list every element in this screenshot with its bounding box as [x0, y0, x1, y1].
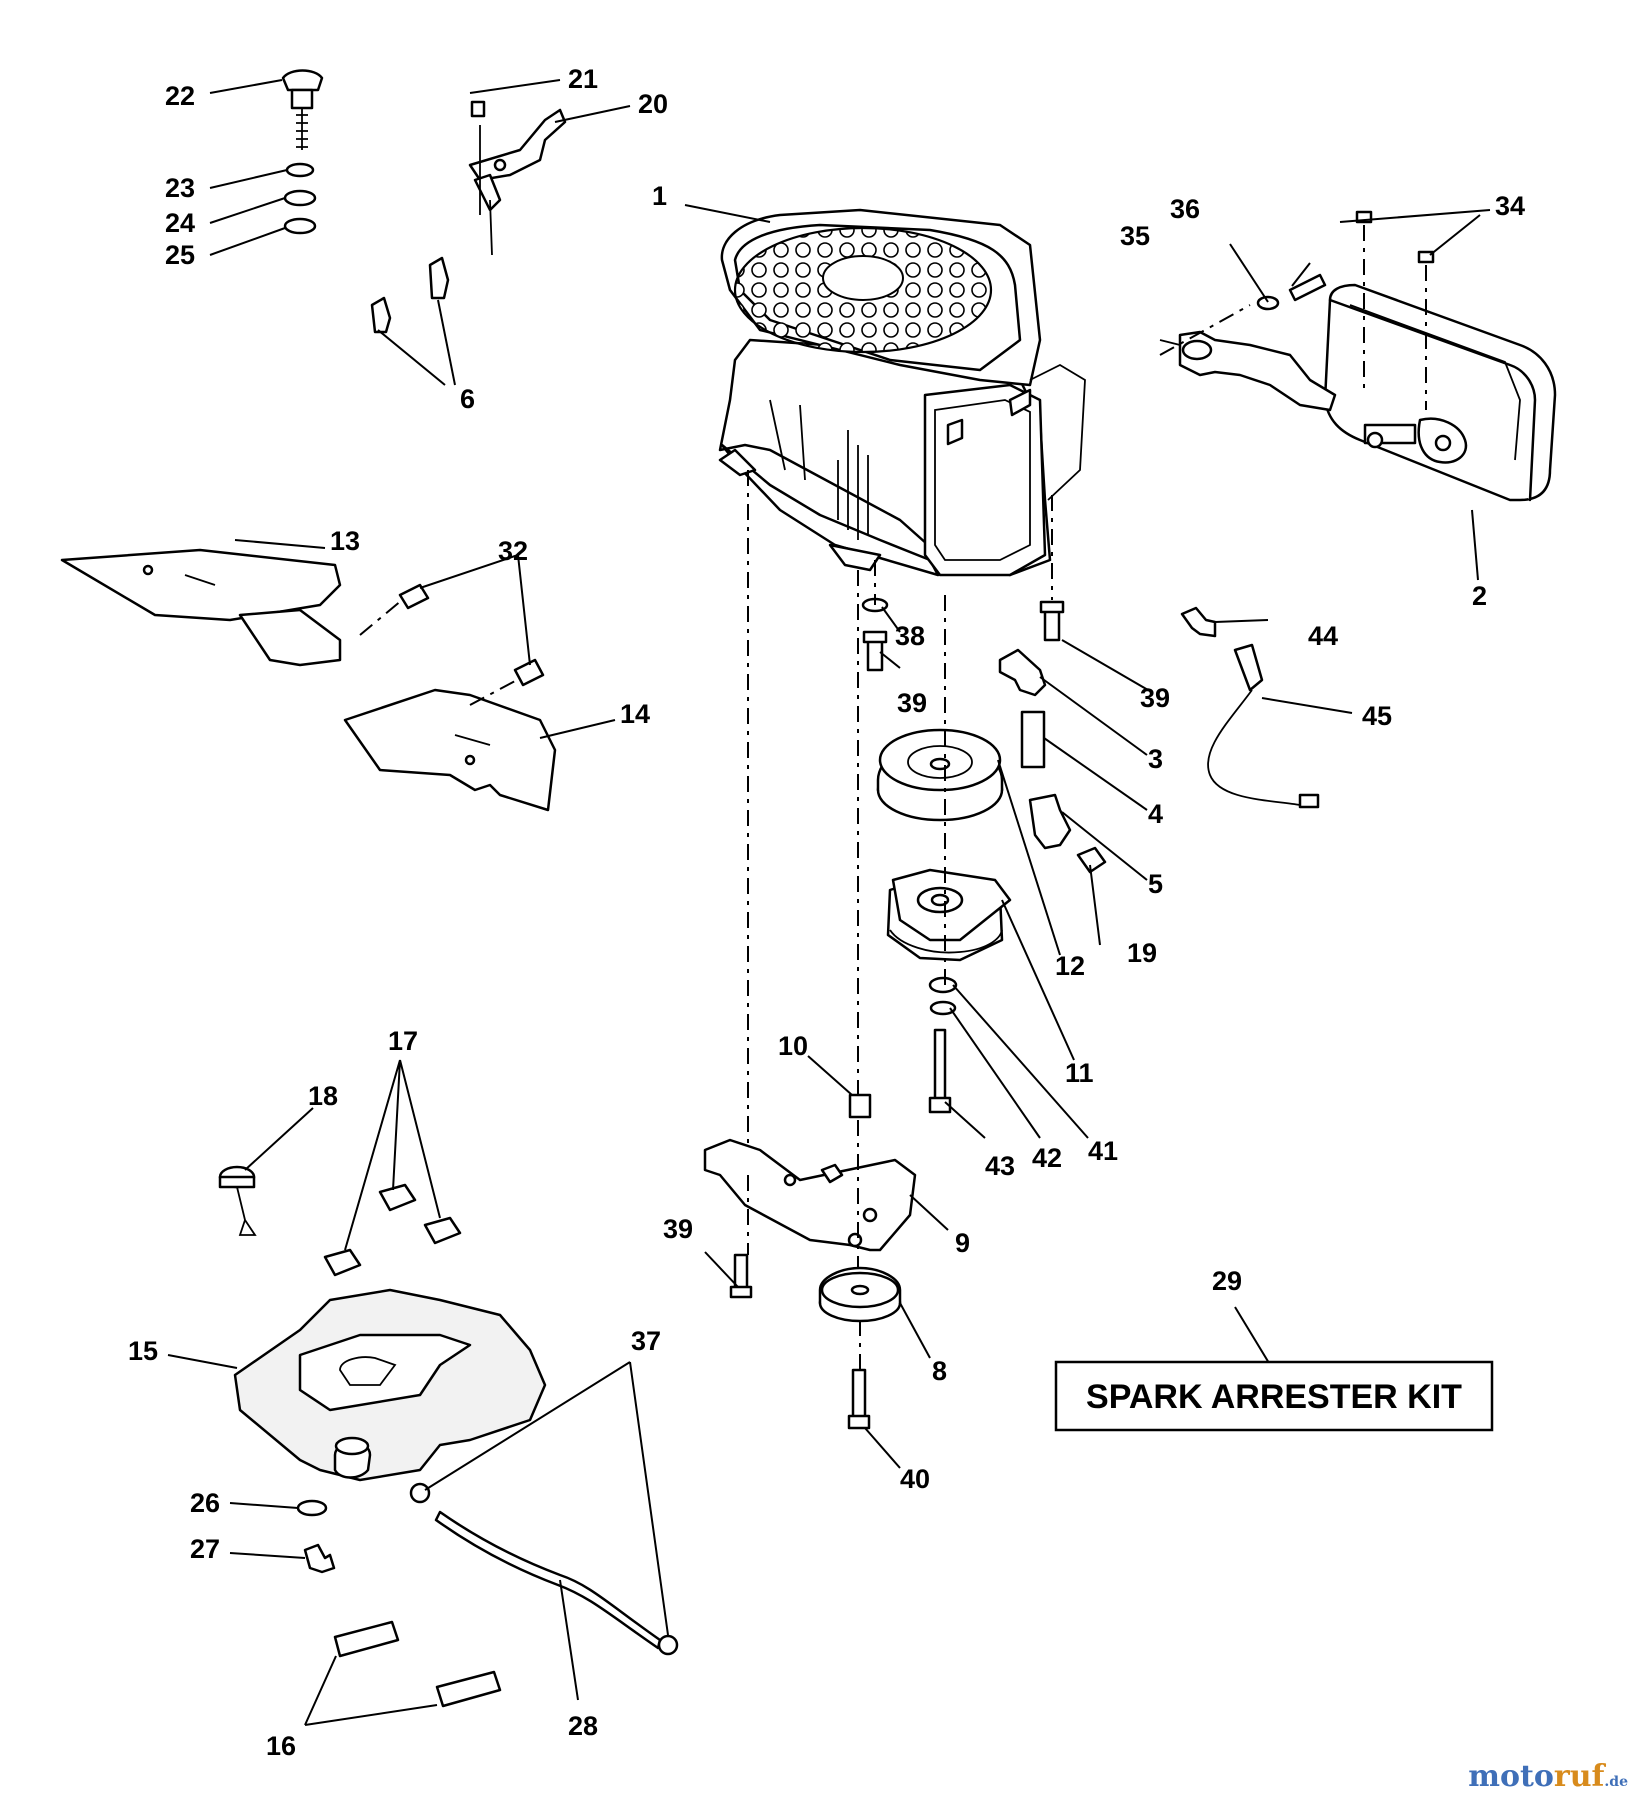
- engine-bolts-part: [861, 597, 1065, 672]
- mounting-bracket-part: [703, 1093, 917, 1430]
- callout-6: 6: [460, 384, 475, 414]
- callout-34: 34: [1495, 191, 1525, 221]
- callout-26: 26: [190, 1488, 220, 1518]
- pulley-12-part: [876, 728, 1004, 822]
- callout-29: 29: [1212, 1266, 1242, 1296]
- callout-17: 17: [388, 1026, 418, 1056]
- callout-10: 10: [778, 1031, 808, 1061]
- callout-1: 1: [652, 181, 667, 211]
- callout-39-lower: 39: [663, 1214, 693, 1244]
- fuel-cap-part: [218, 1165, 257, 1236]
- fuel-line-part: [296, 1482, 679, 1656]
- callout-43: 43: [985, 1151, 1015, 1181]
- callout-9: 9: [955, 1228, 970, 1258]
- callout-44: 44: [1308, 621, 1338, 651]
- callout-22: 22: [165, 81, 195, 111]
- callout-39-right: 39: [1140, 683, 1170, 713]
- callout-2: 2: [1472, 581, 1487, 611]
- callout-42: 42: [1032, 1143, 1062, 1173]
- callout-16: 16: [266, 1731, 296, 1761]
- callout-4: 4: [1148, 799, 1163, 829]
- callout-13: 13: [330, 526, 360, 556]
- heat-shield-13-part: [60, 548, 342, 667]
- callout-15: 15: [128, 1336, 158, 1366]
- callout-39-upper: 39: [897, 688, 927, 718]
- callout-18: 18: [308, 1081, 338, 1111]
- callout-41: 41: [1088, 1136, 1118, 1166]
- callout-5: 5: [1148, 869, 1163, 899]
- callout-12: 12: [1055, 951, 1085, 981]
- leader-lines: [167, 79, 1491, 1726]
- spark-arrester-kit-label: SPARK ARRESTER KIT: [1086, 1378, 1462, 1416]
- callout-11: 11: [1065, 1058, 1094, 1088]
- throttle-control-part: [468, 100, 567, 256]
- muffler-part: [1159, 283, 1557, 502]
- callout-25: 25: [165, 240, 195, 270]
- clip-part: [370, 256, 450, 334]
- callout-3: 3: [1148, 744, 1163, 774]
- callout-37: 37: [631, 1326, 661, 1356]
- callout-35: 35: [1120, 221, 1150, 251]
- callout-45: 45: [1362, 701, 1392, 731]
- callout-21: 21: [568, 64, 598, 94]
- fuel-tank-part: [233, 1288, 547, 1482]
- choke-knob-part: [281, 69, 324, 235]
- callout-28: 28: [568, 1711, 598, 1741]
- oil-drain-fittings-part: [998, 648, 1107, 874]
- callout-14: 14: [620, 699, 650, 729]
- callout-36: 36: [1170, 194, 1200, 224]
- callout-labels: 22 21 20 23 24 25 6 1 36 34 35 2 13 32 1…: [128, 64, 1525, 1761]
- watermark-logo: motoruf.de: [1468, 1759, 1628, 1794]
- clutch-hardware-part: [928, 976, 958, 1114]
- bolt-32-part: [398, 583, 545, 687]
- center-lines: [359, 225, 1427, 1370]
- callout-8: 8: [932, 1356, 947, 1386]
- ground-wire-part: [1180, 606, 1320, 809]
- callout-20: 20: [638, 89, 668, 119]
- callout-24: 24: [165, 208, 195, 238]
- callout-38: 38: [895, 621, 925, 651]
- spark-arrester-kit-box: SPARK ARRESTER KIT: [1054, 1360, 1494, 1432]
- heat-shield-14-part: [343, 688, 557, 812]
- callout-40: 40: [900, 1464, 930, 1494]
- callout-27: 27: [190, 1534, 220, 1564]
- callout-32: 32: [498, 536, 528, 566]
- callout-23: 23: [165, 173, 195, 203]
- clutch-11-part: [886, 868, 1012, 962]
- callout-19: 19: [1127, 938, 1157, 968]
- muffler-bolts-part: [1256, 210, 1435, 311]
- pads-part: [323, 1183, 502, 1708]
- engine-part: [718, 208, 1086, 577]
